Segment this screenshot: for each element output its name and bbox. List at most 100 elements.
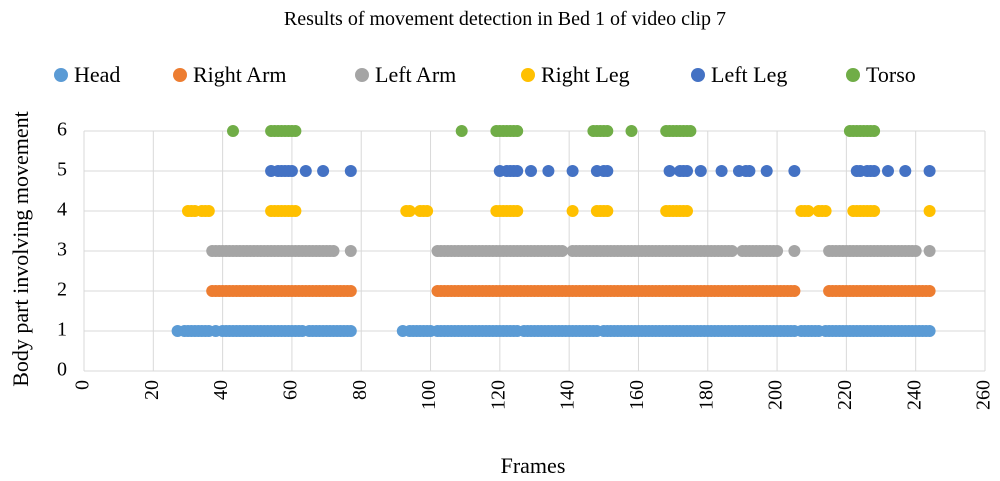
legend: Head Right Arm Left Arm Right Leg Left Leg To… <box>54 62 916 87</box>
data-point <box>868 165 881 177</box>
data-point <box>819 205 832 217</box>
data-point <box>923 205 936 217</box>
series-left-arm <box>206 245 936 257</box>
x-tick-label: 120 <box>487 380 509 410</box>
data-point <box>909 245 922 257</box>
legend-label: Right Leg <box>541 62 630 87</box>
legend-label: Torso <box>866 62 916 87</box>
legend-item: Head <box>54 62 120 87</box>
data-point <box>923 165 936 177</box>
x-tick-label: 220 <box>834 380 856 410</box>
data-point <box>511 205 524 217</box>
data-point <box>285 165 298 177</box>
data-point <box>299 165 312 177</box>
data-point <box>788 165 801 177</box>
legend-label: Head <box>74 62 120 87</box>
legend-item: Left Leg <box>691 62 787 87</box>
legend-marker <box>521 68 535 82</box>
legend-item: Right Arm <box>173 62 287 87</box>
data-point <box>327 245 340 257</box>
data-point <box>566 205 579 217</box>
data-point <box>684 125 697 137</box>
data-point <box>317 165 330 177</box>
data-point <box>511 125 524 137</box>
data-point <box>556 245 569 257</box>
data-point <box>227 125 239 137</box>
data-point <box>715 165 728 177</box>
data-point <box>760 165 773 177</box>
data-point <box>788 285 801 297</box>
legend-item: Right Leg <box>521 62 630 87</box>
legend-label: Left Arm <box>375 62 456 87</box>
y-tick-label: 4 <box>57 199 67 221</box>
data-point <box>681 205 693 217</box>
x-tick-label: 20 <box>141 380 163 400</box>
data-point <box>882 165 894 177</box>
series-right-arm <box>206 285 936 297</box>
data-point <box>344 325 357 337</box>
y-tick-label: 5 <box>57 159 67 181</box>
data-point <box>788 245 801 257</box>
data-point <box>344 245 357 257</box>
y-tick-label: 2 <box>57 279 67 301</box>
x-axis-title: Frames <box>501 453 566 478</box>
series-left-leg <box>265 165 936 177</box>
data-point <box>344 285 357 297</box>
legend-marker <box>846 68 860 82</box>
legend-marker <box>355 68 369 82</box>
data-point <box>868 205 881 217</box>
x-tick-label: 0 <box>72 380 94 390</box>
data-point <box>289 205 302 217</box>
data-point <box>681 165 693 177</box>
legend-label: Left Leg <box>711 62 787 87</box>
data-point <box>663 165 676 177</box>
data-point <box>542 165 555 177</box>
data-point <box>743 165 756 177</box>
data-point <box>344 165 357 177</box>
legend-item: Torso <box>846 62 916 87</box>
y-tick-label: 0 <box>57 359 67 381</box>
legend-marker <box>173 68 187 82</box>
data-point <box>923 245 936 257</box>
data-point <box>566 165 579 177</box>
x-tick-label: 160 <box>626 380 648 410</box>
x-tick-label: 260 <box>973 380 995 410</box>
data-point <box>601 125 614 137</box>
legend-marker <box>691 68 705 82</box>
data-point <box>771 245 784 257</box>
legend-item: Left Arm <box>355 62 456 87</box>
data-point <box>455 125 468 137</box>
data-point <box>202 205 215 217</box>
data-point <box>601 205 614 217</box>
y-tick-label: 3 <box>57 239 67 261</box>
x-tick-label: 140 <box>557 380 579 410</box>
data-point <box>694 165 707 177</box>
data-points <box>171 125 936 337</box>
legend-marker <box>54 68 68 82</box>
x-tick-label: 180 <box>695 380 717 410</box>
y-axis-title: Body part involving movement <box>8 111 33 387</box>
series-torso <box>227 125 881 137</box>
x-tick-label: 40 <box>210 380 232 400</box>
data-point <box>403 205 416 217</box>
data-point <box>802 205 815 217</box>
legend-label: Right Arm <box>193 62 287 87</box>
x-tick-label: 80 <box>349 380 371 400</box>
x-tick-label: 240 <box>903 380 925 410</box>
series-right-leg <box>182 205 936 217</box>
data-point <box>601 165 614 177</box>
x-tick-label: 100 <box>418 380 440 410</box>
chart-title: Results of movement detection in Bed 1 o… <box>284 8 726 30</box>
data-point <box>511 165 524 177</box>
data-point <box>421 205 434 217</box>
data-point <box>899 165 912 177</box>
x-tick-label: 200 <box>765 380 787 410</box>
series-head <box>171 325 936 337</box>
data-point <box>868 125 881 137</box>
data-point <box>923 325 936 337</box>
data-point <box>625 125 638 137</box>
data-point <box>726 245 738 257</box>
